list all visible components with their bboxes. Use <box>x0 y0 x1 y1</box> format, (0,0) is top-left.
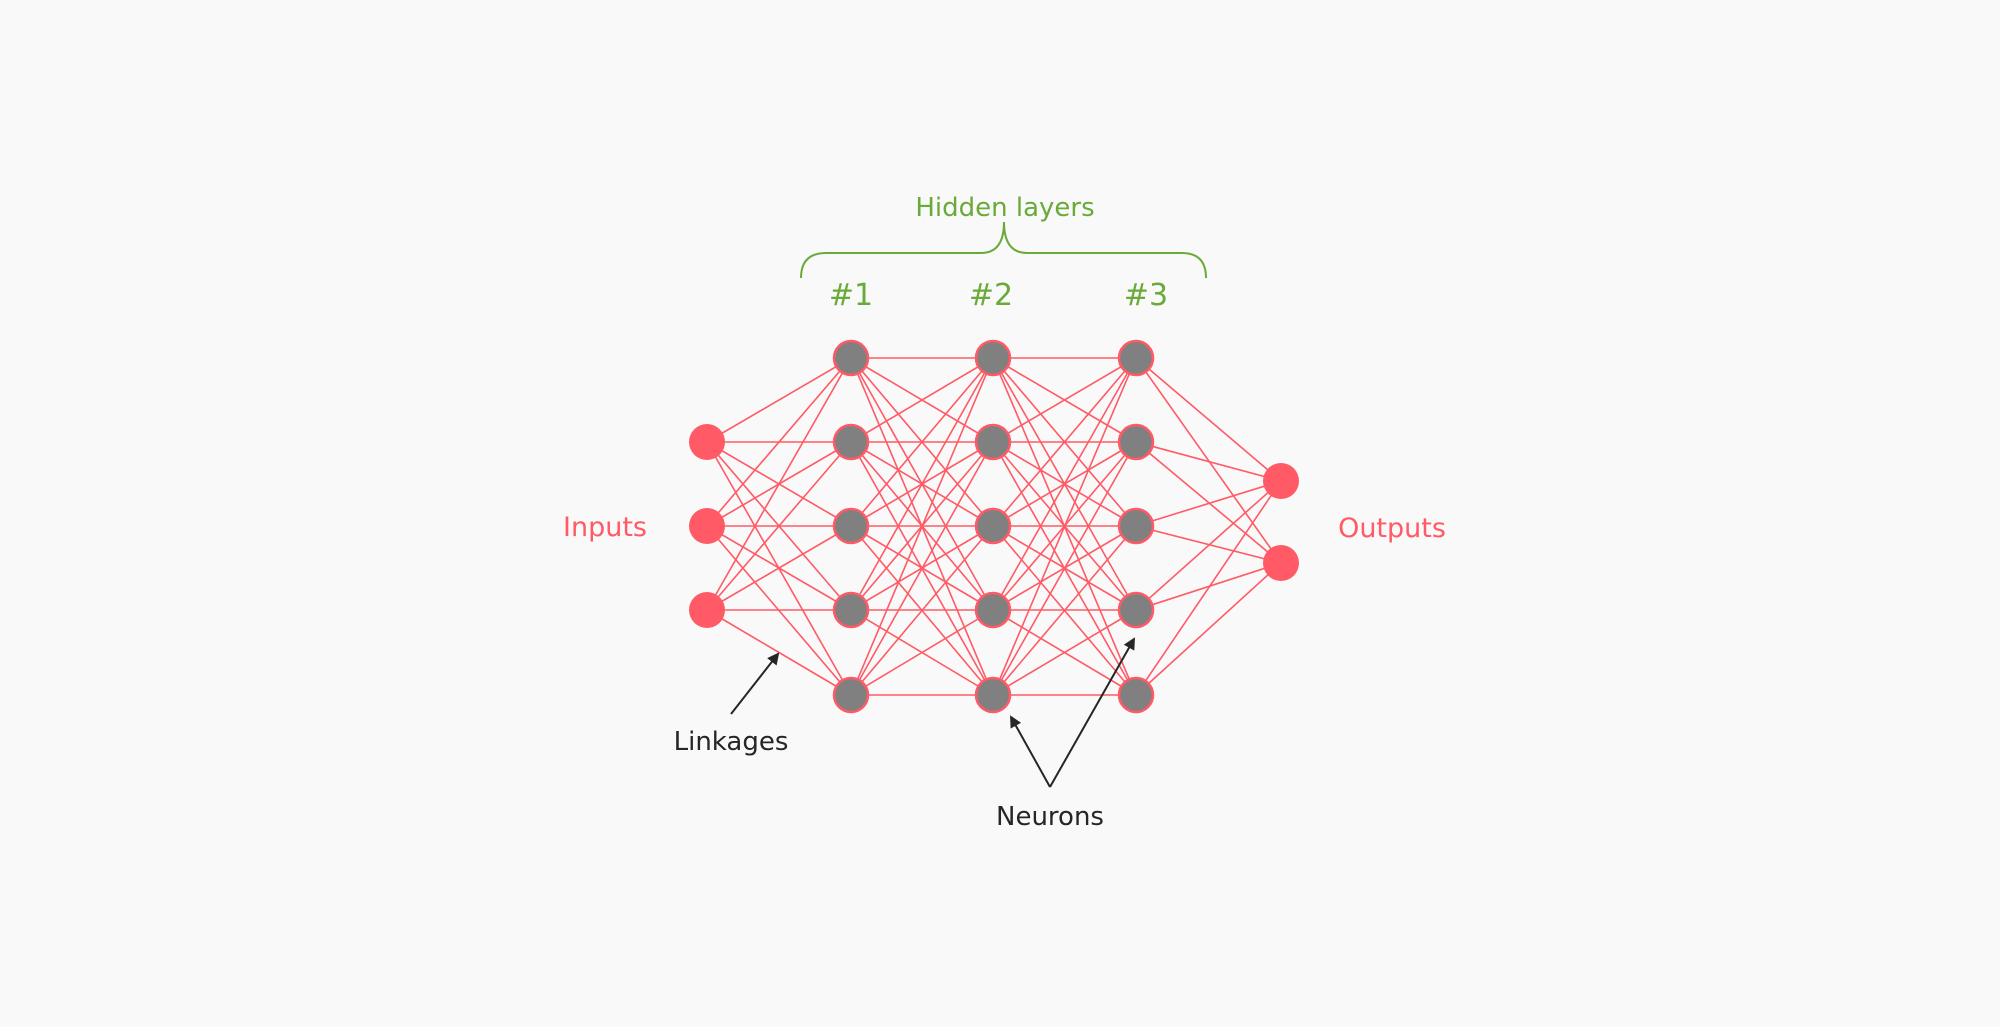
input-neuron-2 <box>689 508 725 544</box>
output-neuron-1 <box>1263 463 1299 499</box>
linkage-0-0-to-1-0 <box>706 357 852 443</box>
inputs-label: Inputs <box>563 512 647 543</box>
linkage-1-4-to-2-0 <box>850 357 994 696</box>
linkage-3-3-to-4-1 <box>1135 562 1282 611</box>
linkage-1-2-to-2-0 <box>850 357 994 527</box>
linkage-2-4-to-3-3 <box>992 609 1137 696</box>
linkage-3-4-to-4-0 <box>1135 480 1282 696</box>
linkage-2-3-to-3-0 <box>992 357 1137 611</box>
linkage-3-0-to-4-1 <box>1135 357 1282 564</box>
neurons-arrow-right <box>1049 637 1135 788</box>
hidden-neuron-layer1-4 <box>832 591 870 629</box>
linkage-0-2-to-1-2 <box>706 525 852 611</box>
hidden-neuron-layer1-2 <box>832 423 870 461</box>
neurons-group <box>689 339 1299 714</box>
linkage-3-2-to-4-0 <box>1135 480 1282 527</box>
linkage-3-4-to-4-1 <box>1135 562 1282 696</box>
linkage-1-4-to-2-2 <box>850 525 994 696</box>
hidden-neuron-layer3-4 <box>1117 591 1155 629</box>
linkage-1-3-to-2-0 <box>850 357 994 611</box>
linkage-0-1-to-1-0 <box>706 357 852 527</box>
linkage-1-1-to-2-0 <box>850 357 994 443</box>
hidden-neuron-layer3-3 <box>1117 507 1155 545</box>
hidden-neuron-layer1-1 <box>832 339 870 377</box>
hidden-neuron-layer2-3 <box>974 507 1012 545</box>
layer-label-1: #1 <box>829 278 873 313</box>
linkage-2-1-to-3-0 <box>992 357 1137 443</box>
hidden-layers-bracket <box>800 221 1207 279</box>
hidden-layers-label: Hidden layers <box>915 193 1094 223</box>
outputs-label: Outputs <box>1338 513 1446 544</box>
linkages-group <box>706 357 1282 696</box>
neurons-label: Neurons <box>996 802 1104 832</box>
hidden-neuron-layer2-5 <box>974 676 1012 714</box>
linkage-2-4-to-3-2 <box>992 525 1137 696</box>
hidden-neuron-layer2-4 <box>974 591 1012 629</box>
linkage-2-2-to-3-0 <box>992 357 1137 527</box>
linkage-3-3-to-4-0 <box>1135 480 1282 611</box>
linkage-3-0-to-4-0 <box>1135 357 1282 482</box>
hidden-neuron-layer1-3 <box>832 507 870 545</box>
input-neuron-3 <box>689 592 725 628</box>
neurons-arrow-left <box>1010 715 1051 788</box>
hidden-neuron-layer2-2 <box>974 423 1012 461</box>
linkage-3-1-to-4-0 <box>1135 441 1282 482</box>
layer-label-2: #2 <box>969 278 1013 313</box>
linkage-0-2-to-1-1 <box>706 441 852 611</box>
linkages-label: Linkages <box>674 727 789 757</box>
linkage-3-1-to-4-1 <box>1135 441 1282 564</box>
linkages-arrow <box>730 652 780 715</box>
linkage-1-4-to-2-3 <box>850 609 994 696</box>
linkage-0-2-to-1-4 <box>706 609 852 696</box>
linkage-2-4-to-3-0 <box>992 357 1137 696</box>
linkage-2-4-to-3-1 <box>992 441 1137 696</box>
hidden-neuron-layer1-5 <box>832 676 870 714</box>
linkage-1-4-to-2-1 <box>850 441 994 696</box>
hidden-neuron-layer3-5 <box>1117 676 1155 714</box>
input-neuron-1 <box>689 424 725 460</box>
hidden-neuron-layer3-1 <box>1117 339 1155 377</box>
linkage-0-2-to-1-0 <box>706 357 852 611</box>
hidden-neuron-layer3-2 <box>1117 423 1155 461</box>
output-neuron-2 <box>1263 545 1299 581</box>
hidden-neuron-layer2-1 <box>974 339 1012 377</box>
layer-label-3: #3 <box>1124 278 1168 313</box>
